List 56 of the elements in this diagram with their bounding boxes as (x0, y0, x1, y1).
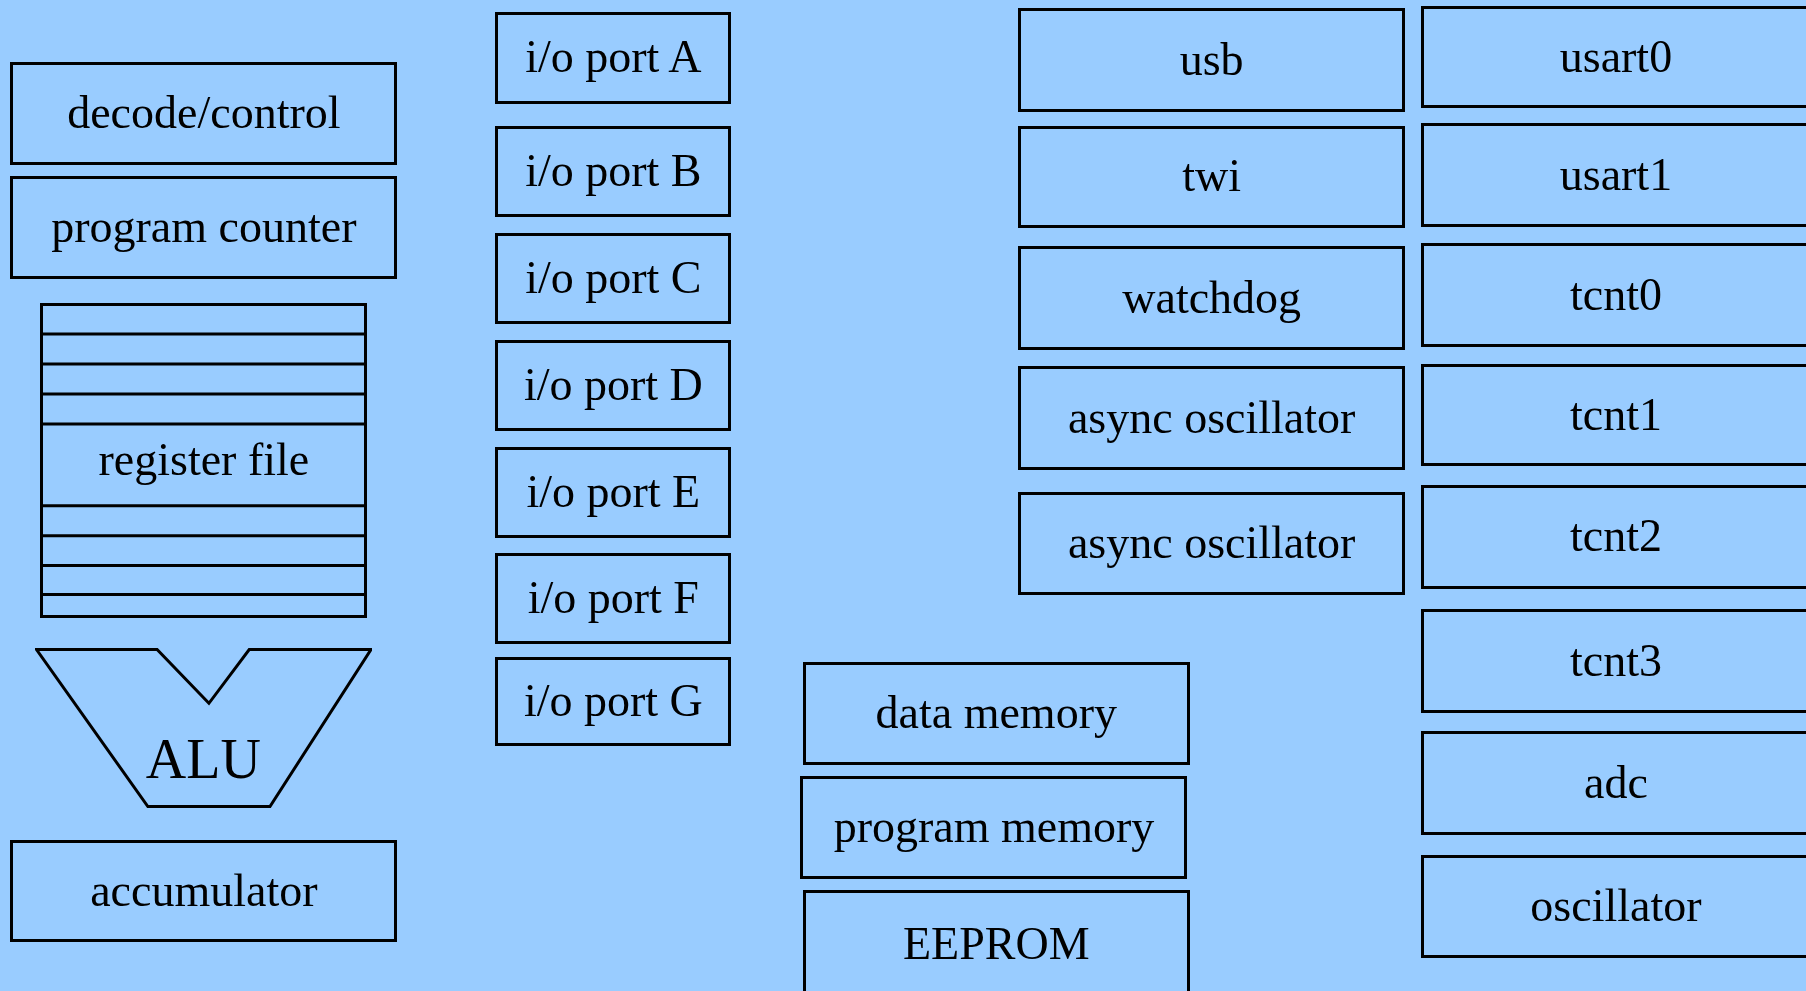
block-box (1421, 731, 1806, 836)
block-box (1018, 125, 1406, 229)
block-box (1421, 484, 1806, 589)
block-box (10, 62, 398, 165)
block-box (800, 776, 1188, 879)
block-box (1421, 123, 1806, 227)
block-label: accumulator (90, 865, 318, 917)
block-box (495, 232, 732, 324)
block-label: i/o port G (523, 676, 703, 727)
block-label: tcnt1 (1569, 389, 1662, 441)
block-label: tcnt3 (1569, 635, 1662, 687)
block-box (10, 839, 398, 943)
block-box (1421, 243, 1806, 347)
block-box (495, 11, 732, 104)
block-label: adc (1584, 757, 1648, 809)
block-box (1421, 609, 1806, 713)
block-label: usart1 (1559, 149, 1673, 201)
block-label: async oscillator (1067, 392, 1356, 444)
block-label: program counter (51, 202, 357, 253)
block-box (1421, 5, 1806, 109)
block-label: i/o port A (525, 32, 702, 83)
block-box (495, 552, 732, 644)
block-box (495, 339, 732, 431)
block-label: ALU (145, 728, 261, 791)
block-label: decode/control (67, 88, 341, 139)
block-box (802, 662, 1190, 765)
block-box (1018, 366, 1406, 470)
block-box (1018, 491, 1406, 596)
block-box (495, 125, 732, 217)
block-box (495, 656, 732, 747)
block-label: data memory (875, 688, 1117, 739)
block-box (495, 446, 732, 538)
block-label: tcnt0 (1569, 269, 1662, 321)
block-label: usb (1179, 34, 1244, 86)
register-file-stack (40, 302, 368, 619)
block-box (1421, 854, 1806, 959)
block-label: register file (98, 435, 310, 486)
block-box (1018, 8, 1406, 112)
block-label: EEPROM (903, 918, 1090, 970)
block-box (1421, 363, 1806, 467)
block-label: i/o port B (525, 145, 702, 197)
block-label: i/o port F (527, 573, 699, 624)
block-label: i/o port D (523, 359, 703, 411)
block-label: usart0 (1559, 31, 1673, 83)
block-label: watchdog (1122, 273, 1302, 324)
block-label: i/o port C (525, 252, 702, 304)
block-label: twi (1182, 151, 1242, 203)
block-label: async oscillator (1067, 518, 1356, 569)
block-label: oscillator (1530, 881, 1702, 932)
block-label: tcnt2 (1569, 511, 1662, 562)
block-box (1018, 246, 1406, 351)
block-box (10, 176, 398, 279)
alu-shape (34, 648, 372, 809)
block-label: i/o port E (526, 467, 701, 518)
block-label: program memory (833, 802, 1155, 853)
block-box (802, 890, 1190, 991)
